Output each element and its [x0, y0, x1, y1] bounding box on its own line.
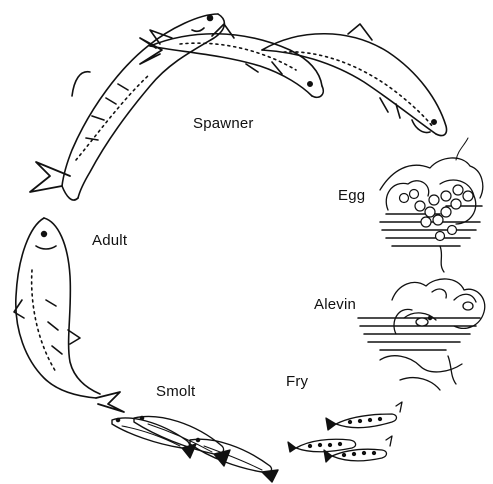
- label-fry: Fry: [286, 373, 308, 390]
- fry-fish-3: [324, 436, 392, 462]
- label-egg: Egg: [338, 187, 365, 204]
- spawner-fish-middle-illustration: [140, 24, 323, 97]
- fry-stage-illustration: [288, 402, 402, 462]
- smolt-fish-3: [190, 438, 278, 482]
- fry-fish-1: [288, 439, 356, 452]
- spawner-fish-left-illustration: [30, 14, 224, 200]
- egg-stage-illustration: [380, 138, 483, 272]
- salmon-eggs: [400, 185, 474, 241]
- fry-fish-2: [326, 402, 402, 430]
- alevin-stage-illustration: [358, 279, 485, 390]
- smolt-stage-illustration: [112, 416, 278, 482]
- label-spawner: Spawner: [193, 115, 254, 132]
- alevin-fish: [404, 289, 476, 326]
- label-smolt: Smolt: [156, 383, 195, 400]
- label-alevin: Alevin: [314, 296, 356, 313]
- label-adult: Adult: [92, 232, 127, 249]
